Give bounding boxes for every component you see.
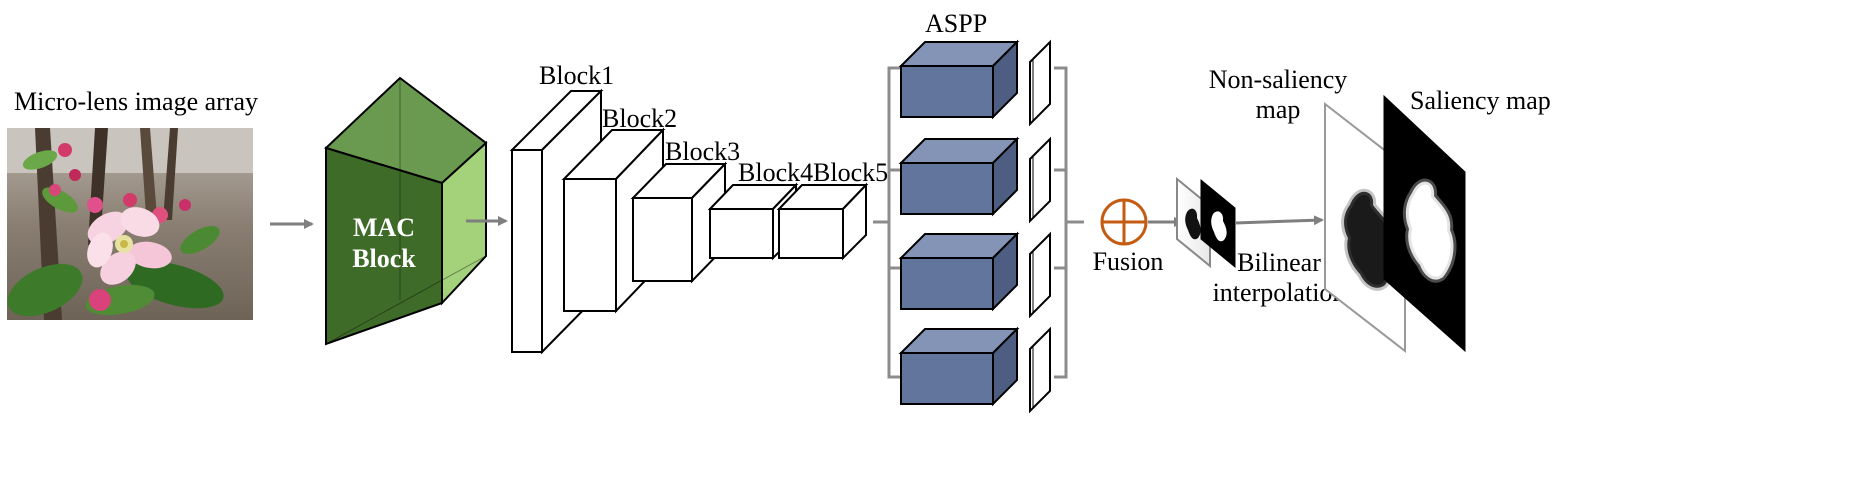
input-label: Micro-lens image array	[14, 87, 258, 116]
mac-block-label-line1: MAC	[353, 213, 415, 242]
block3-label: Block3	[665, 137, 740, 166]
mac-block: MAC Block	[324, 76, 488, 346]
block4-cuboid	[707, 182, 799, 261]
block4-label: Block4	[738, 158, 813, 187]
aspp-left-bracket	[887, 66, 901, 379]
input-image	[7, 128, 253, 320]
block1-label: Block1	[539, 61, 614, 90]
aspp-branch	[898, 136, 1051, 224]
bilinear-label-line1: Bilinear	[1237, 248, 1321, 277]
aspp-branch	[898, 231, 1051, 319]
non-saliency-label-line2: map	[1256, 95, 1301, 124]
aspp-branches	[898, 39, 1051, 414]
fusion-icon	[1100, 198, 1148, 246]
block5-label: Block5	[813, 158, 888, 187]
mac-block-label-line2: Block	[352, 244, 416, 273]
bilinear-label-line2: interpolation	[1213, 278, 1346, 307]
saliency-map	[1383, 94, 1466, 353]
block5-cuboid	[776, 182, 869, 261]
low-res-saliency-map	[1200, 178, 1236, 269]
aspp-label: ASPP	[925, 9, 987, 38]
arrow-bilinear-upsample	[1234, 215, 1324, 226]
aspp-right-bracket	[1054, 66, 1068, 379]
fusion-label: Fusion	[1093, 247, 1164, 276]
aspp-branch	[898, 39, 1051, 127]
aspp-branch	[898, 326, 1051, 414]
non-saliency-label-line1: Non-saliency	[1209, 65, 1348, 94]
saliency-label: Saliency map	[1410, 86, 1551, 115]
block2-label: Block2	[602, 104, 677, 133]
mac-block-side-face	[441, 140, 487, 306]
